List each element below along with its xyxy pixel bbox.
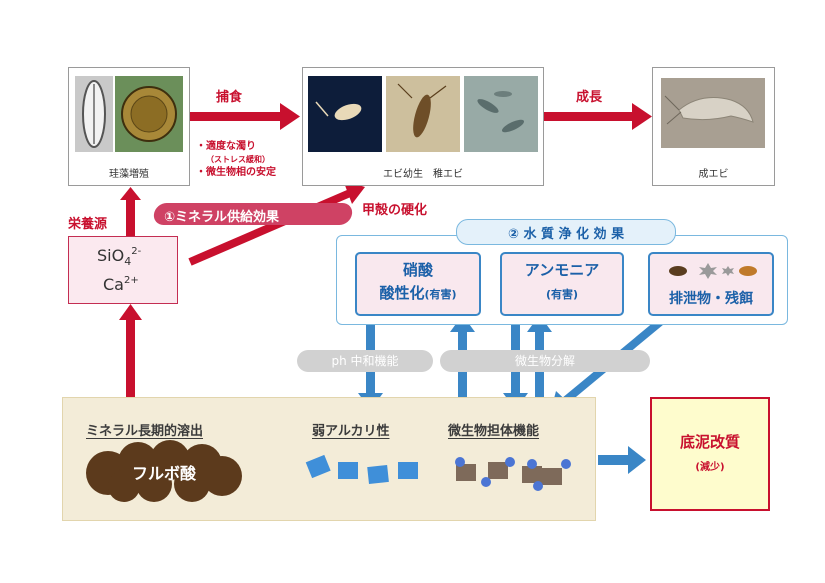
neutralize-label: ph 中和機能 xyxy=(331,354,399,368)
diatom-caption: 珪藻増殖 xyxy=(109,169,149,180)
note-turbidity: ・適度な濁り xyxy=(196,141,256,152)
microbe-carrier-particles xyxy=(455,457,571,491)
microbe-carrier-label: 微生物担体機能 xyxy=(448,424,540,439)
nutrient-box: SiO42- Ca2+ xyxy=(68,236,178,304)
to-sediment-arrow xyxy=(598,446,646,474)
growth-arrow xyxy=(544,103,652,130)
predation-arrow xyxy=(190,103,300,130)
nitric-line2: 酸性化(有害) xyxy=(379,284,457,302)
neutralize-pill: ph 中和機能 xyxy=(297,350,433,372)
water-quality-label: ② 水 質 浄 化 効 果 xyxy=(507,227,625,242)
diatom-images xyxy=(75,76,183,152)
sediment-title: 底泥改質 xyxy=(679,433,740,451)
mineral-up-arrow xyxy=(119,304,142,398)
ca-formula: Ca2+ xyxy=(103,275,139,294)
shell-hardening-label: 甲殻の硬化 xyxy=(362,203,428,218)
waste-card: 排泄物・残餌 xyxy=(648,252,774,316)
waste-label: 排泄物・残餌 xyxy=(669,291,753,307)
predation-label: 捕食 xyxy=(216,90,243,105)
weak-alkaline-label: 弱アルカリ性 xyxy=(312,424,390,439)
sediment-box: 底泥改質 (減少) xyxy=(650,397,770,511)
larvae-photo-box: エビ幼生 稚エビ xyxy=(302,67,544,186)
ammonia-card: アンモニア (有害) xyxy=(500,252,624,316)
mineral-supply-label: ①ミネラル供給効果 xyxy=(164,210,280,225)
ammonia-line1: アンモニア xyxy=(524,261,600,279)
adult-shrimp-image xyxy=(661,78,765,148)
diatom-photo-box: 珪藻増殖 xyxy=(68,67,190,186)
fulvic-acid-label: フルボ酸 xyxy=(131,464,196,483)
adult-shrimp-photo-box: 成エビ xyxy=(652,67,775,186)
nutrient-source-label: 栄養源 xyxy=(68,217,108,232)
larvae-caption: エビ幼生 稚エビ xyxy=(383,169,463,180)
ammonia-line2: (有害) xyxy=(545,288,579,301)
decompose-label: 微生物分解 xyxy=(514,354,575,368)
waste-icons xyxy=(669,263,757,279)
sio4-formula: SiO42- xyxy=(97,246,142,268)
adult-caption: 成エビ xyxy=(698,169,729,180)
alkaline-particles xyxy=(305,454,418,484)
mineral-dissolution-label: ミネラル長期的溶出 xyxy=(86,424,204,439)
larvae-images xyxy=(308,76,538,152)
growth-label: 成長 xyxy=(576,90,603,105)
note-microbe-stability: ・微生物相の安定 xyxy=(196,167,276,178)
nutrient-up-arrow xyxy=(120,187,141,238)
water-quality-tag xyxy=(456,219,676,245)
nitric-acid-card: 硝酸 酸性化(有害) xyxy=(355,252,481,316)
nitric-line1: 硝酸 xyxy=(402,261,433,279)
fulvic-cloud-shape xyxy=(86,440,242,502)
note-stress-relief: （ストレス緩和） xyxy=(206,155,270,164)
decompose-pill: 微生物分解 xyxy=(440,350,650,372)
notes-block: ・適度な濁り （ストレス緩和） ・微生物相の安定 xyxy=(196,140,276,179)
sediment-sub: (減少) xyxy=(695,462,725,473)
